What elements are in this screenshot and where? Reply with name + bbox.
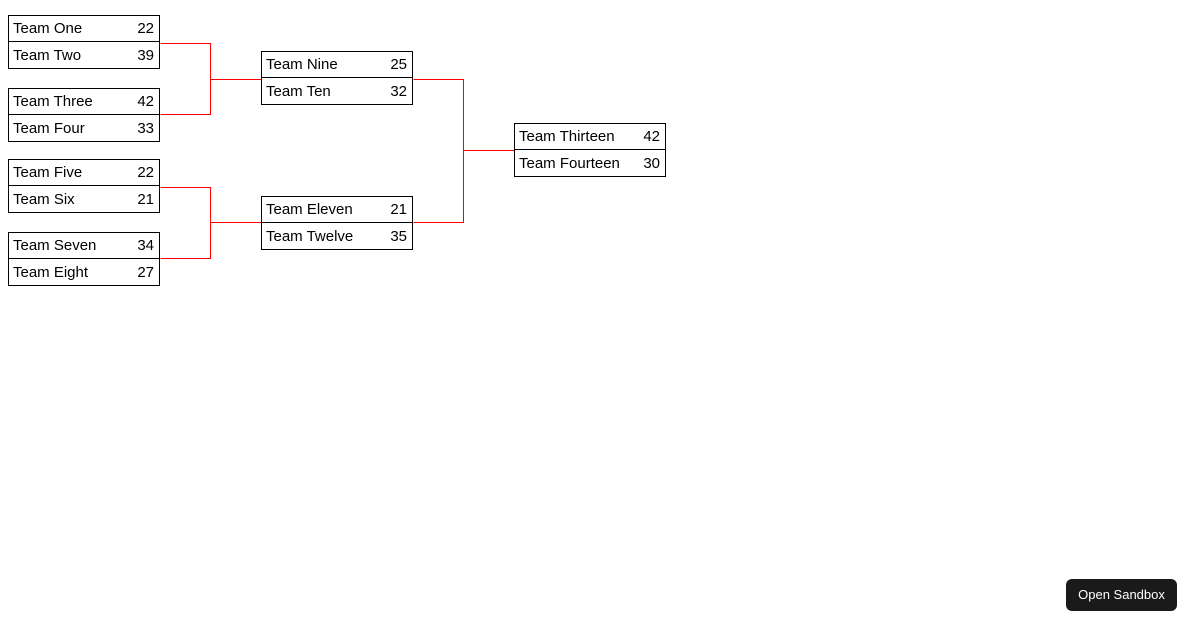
seed-name: Team Thirteen [519, 129, 615, 144]
seed-score: 22 [137, 164, 154, 181]
seed-name: Team Three [13, 94, 93, 109]
seed-row[interactable]: Team Seven 34 [9, 233, 159, 259]
seed-name: Team Four [13, 120, 85, 136]
match-r2-2[interactable]: Team Eleven 21 Team Twelve 35 [261, 196, 413, 250]
seed-name: Team Ten [266, 83, 331, 99]
match-r1-1[interactable]: Team One 22 Team Two 39 [8, 15, 160, 69]
seed-score: 21 [137, 190, 154, 208]
match-r1-2[interactable]: Team Three 42 Team Four 33 [8, 88, 160, 142]
open-sandbox-button[interactable]: Open Sandbox [1066, 579, 1177, 611]
seed-name: Team Eleven [266, 202, 353, 217]
seed-row[interactable]: Team Four 33 [9, 115, 159, 141]
seed-name: Team Eight [13, 264, 89, 280]
seed-name: Team Five [13, 165, 83, 180]
seed-row[interactable]: Team Twelve 35 [262, 223, 412, 249]
seed-score: 34 [137, 237, 154, 254]
seed-row[interactable]: Team Eight 27 [9, 259, 159, 285]
seed-row[interactable]: Team Fourteen 30 [515, 150, 665, 176]
seed-score: 22 [137, 20, 154, 37]
seed-name: Team Two [13, 47, 82, 63]
seed-row[interactable]: Team Six 21 [9, 186, 159, 212]
seed-score: 32 [390, 82, 407, 100]
seed-score: 42 [137, 93, 154, 110]
match-r2-1[interactable]: Team Nine 25 Team Ten 32 [261, 51, 413, 105]
seed-score: 25 [390, 56, 407, 73]
connector-r2-to-final [413, 79, 464, 223]
seed-row[interactable]: Team Thirteen 42 [515, 124, 665, 150]
seed-row[interactable]: Team Eleven 21 [262, 197, 412, 223]
seed-score: 21 [390, 201, 407, 218]
seed-row[interactable]: Team One 22 [9, 16, 159, 42]
seed-score: 42 [643, 128, 660, 145]
seed-row[interactable]: Team Ten 32 [262, 78, 412, 104]
seed-score: 30 [643, 154, 660, 172]
match-r1-4[interactable]: Team Seven 34 Team Eight 27 [8, 232, 160, 286]
seed-score: 33 [137, 119, 154, 137]
seed-row[interactable]: Team Three 42 [9, 89, 159, 115]
seed-row[interactable]: Team Five 22 [9, 160, 159, 186]
seed-row[interactable]: Team Nine 25 [262, 52, 412, 78]
seed-row[interactable]: Team Two 39 [9, 42, 159, 68]
seed-name: Team Twelve [266, 228, 354, 244]
seed-name: Team Six [13, 191, 75, 207]
seed-name: Team Fourteen [519, 155, 620, 171]
seed-name: Team One [13, 21, 83, 36]
seed-name: Team Seven [13, 238, 97, 253]
connector-r1-lower [160, 187, 211, 259]
seed-score: 39 [137, 46, 154, 64]
seed-score: 35 [390, 227, 407, 245]
seed-name: Team Nine [266, 57, 338, 72]
connector-r1-upper [160, 43, 211, 115]
match-r1-3[interactable]: Team Five 22 Team Six 21 [8, 159, 160, 213]
seed-score: 27 [137, 263, 154, 281]
match-r3-1[interactable]: Team Thirteen 42 Team Fourteen 30 [514, 123, 666, 177]
